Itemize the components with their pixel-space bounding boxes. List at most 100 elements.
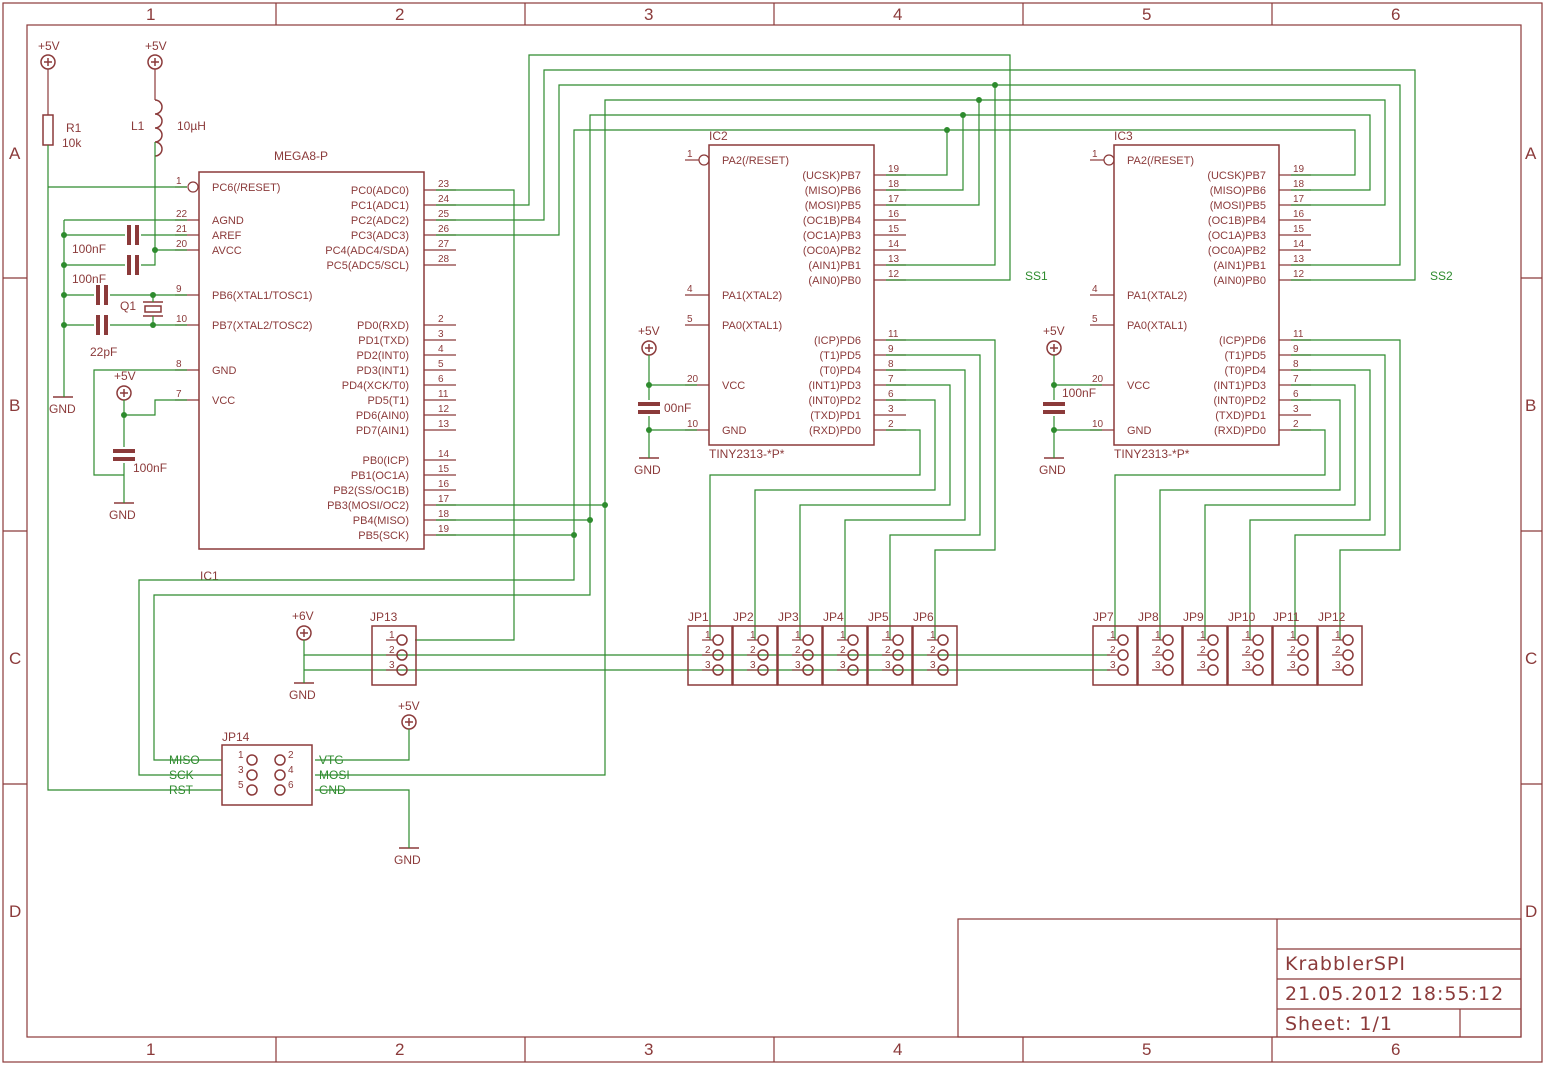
pin-name: PB4(MISO) [353, 515, 409, 527]
pin-number: 5 [1092, 314, 1098, 325]
supply-5v-l1: +5V [145, 39, 167, 70]
pin-number: 16 [888, 209, 900, 220]
ic1-type-label: MEGA8-P [274, 149, 328, 163]
gnd-label: GND [634, 463, 661, 477]
grid-col-label: 4 [893, 5, 902, 24]
pin-number: 12 [888, 269, 900, 280]
ic1-name-label: IC1 [200, 569, 219, 583]
ic3-right-pins: 19(UCSK)PB718(MISO)PB617(MOSI)PB516(OC1B… [1207, 164, 1311, 437]
header-body [1182, 625, 1228, 686]
ss2-net-label: SS2 [1430, 269, 1453, 283]
supply-5v-label: +5V [145, 39, 167, 53]
pin-name: PD1(TXD) [358, 335, 409, 347]
pin-number: 10 [687, 419, 699, 430]
pin-inverter-bubble [187, 181, 199, 193]
pin-number: 6 [1293, 389, 1299, 400]
pin-name: PC3(ADC3) [351, 230, 409, 242]
header-body [687, 625, 733, 686]
pin-number: 22 [176, 209, 188, 220]
header-pin [1117, 664, 1129, 676]
pin-name: PC0(ADC0) [351, 185, 409, 197]
pin-number: 3 [705, 660, 711, 671]
pin-number: 2 [1155, 645, 1161, 656]
header-pin [1297, 664, 1309, 676]
header-body [1137, 625, 1183, 686]
cap-ic2-value: 00nF [664, 401, 691, 415]
crystal-q1: Q1 22pF [90, 285, 163, 359]
pin-number: 3 [1110, 660, 1116, 671]
pin-number: 10 [1092, 419, 1104, 430]
pin-number: 5 [438, 359, 444, 370]
pin-number: 1 [930, 630, 936, 641]
pin-number: 3 [1200, 660, 1206, 671]
grid-col-label: 1 [146, 5, 155, 24]
cap-ic3-value: 100nF [1062, 386, 1096, 400]
pin-number: 9 [888, 344, 894, 355]
pin-number: 4 [687, 284, 693, 295]
header-label: JP1 [688, 610, 709, 624]
isp-pin [246, 769, 258, 781]
pin-name: (UCSK)PB7 [1207, 170, 1266, 182]
grid-row-label: D [1525, 902, 1537, 921]
pin-number: 6 [888, 389, 894, 400]
pin-number: 16 [438, 479, 450, 490]
pin-name: (INT0)PD2 [808, 395, 861, 407]
pin-number: 3 [930, 660, 936, 671]
pin-name: GND [722, 425, 747, 437]
pin-number: 4 [1092, 284, 1098, 295]
pin-number: 2 [288, 750, 294, 761]
pin-number: 13 [438, 419, 450, 430]
supply-5v-ic2: +5V [638, 324, 660, 356]
pin-name: AREF [212, 230, 242, 242]
pin-number: 3 [389, 660, 395, 671]
pin-number: 14 [438, 449, 450, 460]
pin-number: 2 [930, 645, 936, 656]
cap-vcc-value: 100nF [133, 461, 167, 475]
pin-number: 24 [438, 194, 450, 205]
grid-col-label: 5 [1142, 5, 1151, 24]
pin-number: 6 [438, 374, 444, 385]
pin-name: PA1(XTAL2) [722, 290, 782, 302]
nets [47, 54, 1416, 848]
gnd-jp13: GND [289, 682, 316, 702]
pin-number: 1 [1200, 630, 1206, 641]
r1-name: R1 [66, 121, 82, 135]
gnd-jp14: GND [394, 847, 421, 867]
header-label: JP5 [868, 610, 889, 624]
pin-number: 28 [438, 254, 450, 265]
pin-name: (ICP)PD6 [1219, 335, 1266, 347]
pin-number: 1 [687, 149, 693, 160]
pin-number: 8 [1293, 359, 1299, 370]
pin-name: (OC0A)PB2 [1208, 245, 1266, 257]
pin-name: PC5(ADC5/SCL) [326, 260, 409, 272]
pin-number: 19 [438, 524, 450, 535]
pin-number: 12 [438, 404, 450, 415]
pin-number: 18 [888, 179, 900, 190]
header-pin [1162, 664, 1174, 676]
header-label: JP4 [823, 610, 844, 624]
pin-name: (AIN0)PB0 [1213, 275, 1266, 287]
header-label: JP6 [913, 610, 934, 624]
pin-name: PB3(MOSI/OC2) [327, 500, 409, 512]
pin-number: 3 [888, 404, 894, 415]
header-body [1092, 625, 1138, 686]
header-row: JP1123JP2123JP3123JP4123JP5123JP6123JP71… [687, 610, 1363, 686]
header-pin [1342, 649, 1354, 661]
pin-number: 11 [438, 389, 449, 400]
pin-number: 2 [1245, 645, 1251, 656]
ic1-right-pins: 23PC0(ADC0)24PC1(ADC1)25PC2(ADC2)26PC3(A… [325, 179, 456, 542]
jp13-label: JP13 [370, 610, 398, 624]
pin-number: 1 [1290, 630, 1296, 641]
pin-number: 17 [438, 494, 450, 505]
pin-number: 23 [438, 179, 450, 190]
header-body [867, 625, 913, 686]
pin-number: 1 [840, 630, 846, 641]
gnd-ic1: GND [49, 396, 76, 416]
pin-name: (OC0A)PB2 [803, 245, 861, 257]
grid-row-label: A [9, 144, 21, 163]
